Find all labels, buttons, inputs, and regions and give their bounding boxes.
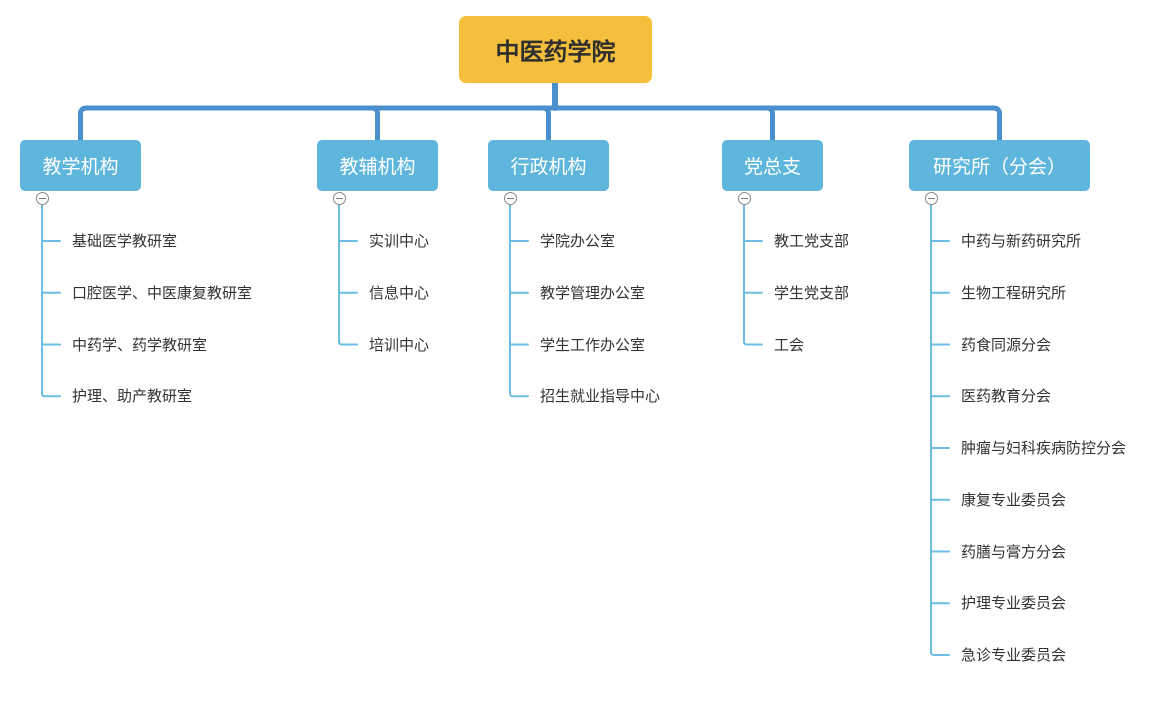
branch-line-1 xyxy=(369,105,380,143)
category-node-3[interactable]: 党总支 xyxy=(722,140,823,191)
leaf-item[interactable]: 药膳与膏方分会 xyxy=(961,542,1067,561)
collapse-icon[interactable] xyxy=(925,192,938,205)
branch-line-3 xyxy=(764,105,775,143)
leaf-item[interactable]: 康复专业委员会 xyxy=(961,490,1067,509)
leaf-item[interactable]: 药食同源分会 xyxy=(961,335,1052,354)
leaf-item[interactable]: 肿瘤与妇科疾病防控分会 xyxy=(961,439,1127,457)
category-node-2[interactable]: 行政机构 xyxy=(488,140,609,191)
leaf-spine-1 xyxy=(338,204,358,346)
leaf-item[interactable]: 生物工程研究所 xyxy=(961,283,1067,302)
leaf-item[interactable]: 中药学、药学教研室 xyxy=(72,335,208,354)
leaf-item[interactable]: 学生党支部 xyxy=(774,283,850,302)
leaf-item[interactable]: 口腔医学、中医康复教研室 xyxy=(72,283,253,302)
branch-line-2 xyxy=(540,105,551,143)
category-node-1[interactable]: 教辅机构 xyxy=(317,140,438,191)
leaf-item[interactable]: 培训中心 xyxy=(369,335,430,354)
leaf-item[interactable]: 护理专业委员会 xyxy=(961,594,1067,613)
leaf-item[interactable]: 中药与新药研究所 xyxy=(961,232,1082,250)
leaf-item[interactable]: 基础医学教研室 xyxy=(72,232,178,250)
category-node-0[interactable]: 教学机构 xyxy=(20,140,141,191)
leaf-item[interactable]: 招生就业指导中心 xyxy=(540,387,661,406)
leaf-spine-4 xyxy=(930,204,950,656)
leaf-item[interactable]: 医药教育分会 xyxy=(961,387,1052,406)
category-node-4[interactable]: 研究所（分会） xyxy=(909,140,1090,191)
leaf-spine-3 xyxy=(743,204,763,346)
collapse-icon[interactable] xyxy=(504,192,517,205)
category-label: 研究所（分会） xyxy=(932,156,1066,178)
collapse-icon[interactable] xyxy=(738,192,751,205)
leaf-item[interactable]: 学生工作办公室 xyxy=(540,335,646,354)
root-label: 中医药学院 xyxy=(495,38,616,66)
category-label: 党总支 xyxy=(743,156,801,178)
leaf-spine-2 xyxy=(509,204,529,398)
category-label: 教辅机构 xyxy=(339,156,416,178)
collapse-icon[interactable] xyxy=(36,192,49,205)
leaf-item[interactable]: 急诊专业委员会 xyxy=(961,646,1067,664)
leaf-spine-0 xyxy=(41,204,61,398)
category-label: 行政机构 xyxy=(510,156,587,178)
leaf-item[interactable]: 信息中心 xyxy=(369,283,430,302)
bus-line xyxy=(78,105,1002,143)
leaf-item[interactable]: 教学管理办公室 xyxy=(540,283,646,302)
category-label: 教学机构 xyxy=(42,156,119,178)
leaf-item[interactable]: 教工党支部 xyxy=(774,232,850,250)
root-node[interactable]: 中医药学院 xyxy=(459,16,652,83)
leaf-item[interactable]: 护理、助产教研室 xyxy=(72,387,193,406)
leaf-item[interactable]: 实训中心 xyxy=(369,232,430,250)
collapse-icon[interactable] xyxy=(333,192,346,205)
leaf-item[interactable]: 学院办公室 xyxy=(540,232,616,250)
leaf-item[interactable]: 工会 xyxy=(774,335,805,354)
